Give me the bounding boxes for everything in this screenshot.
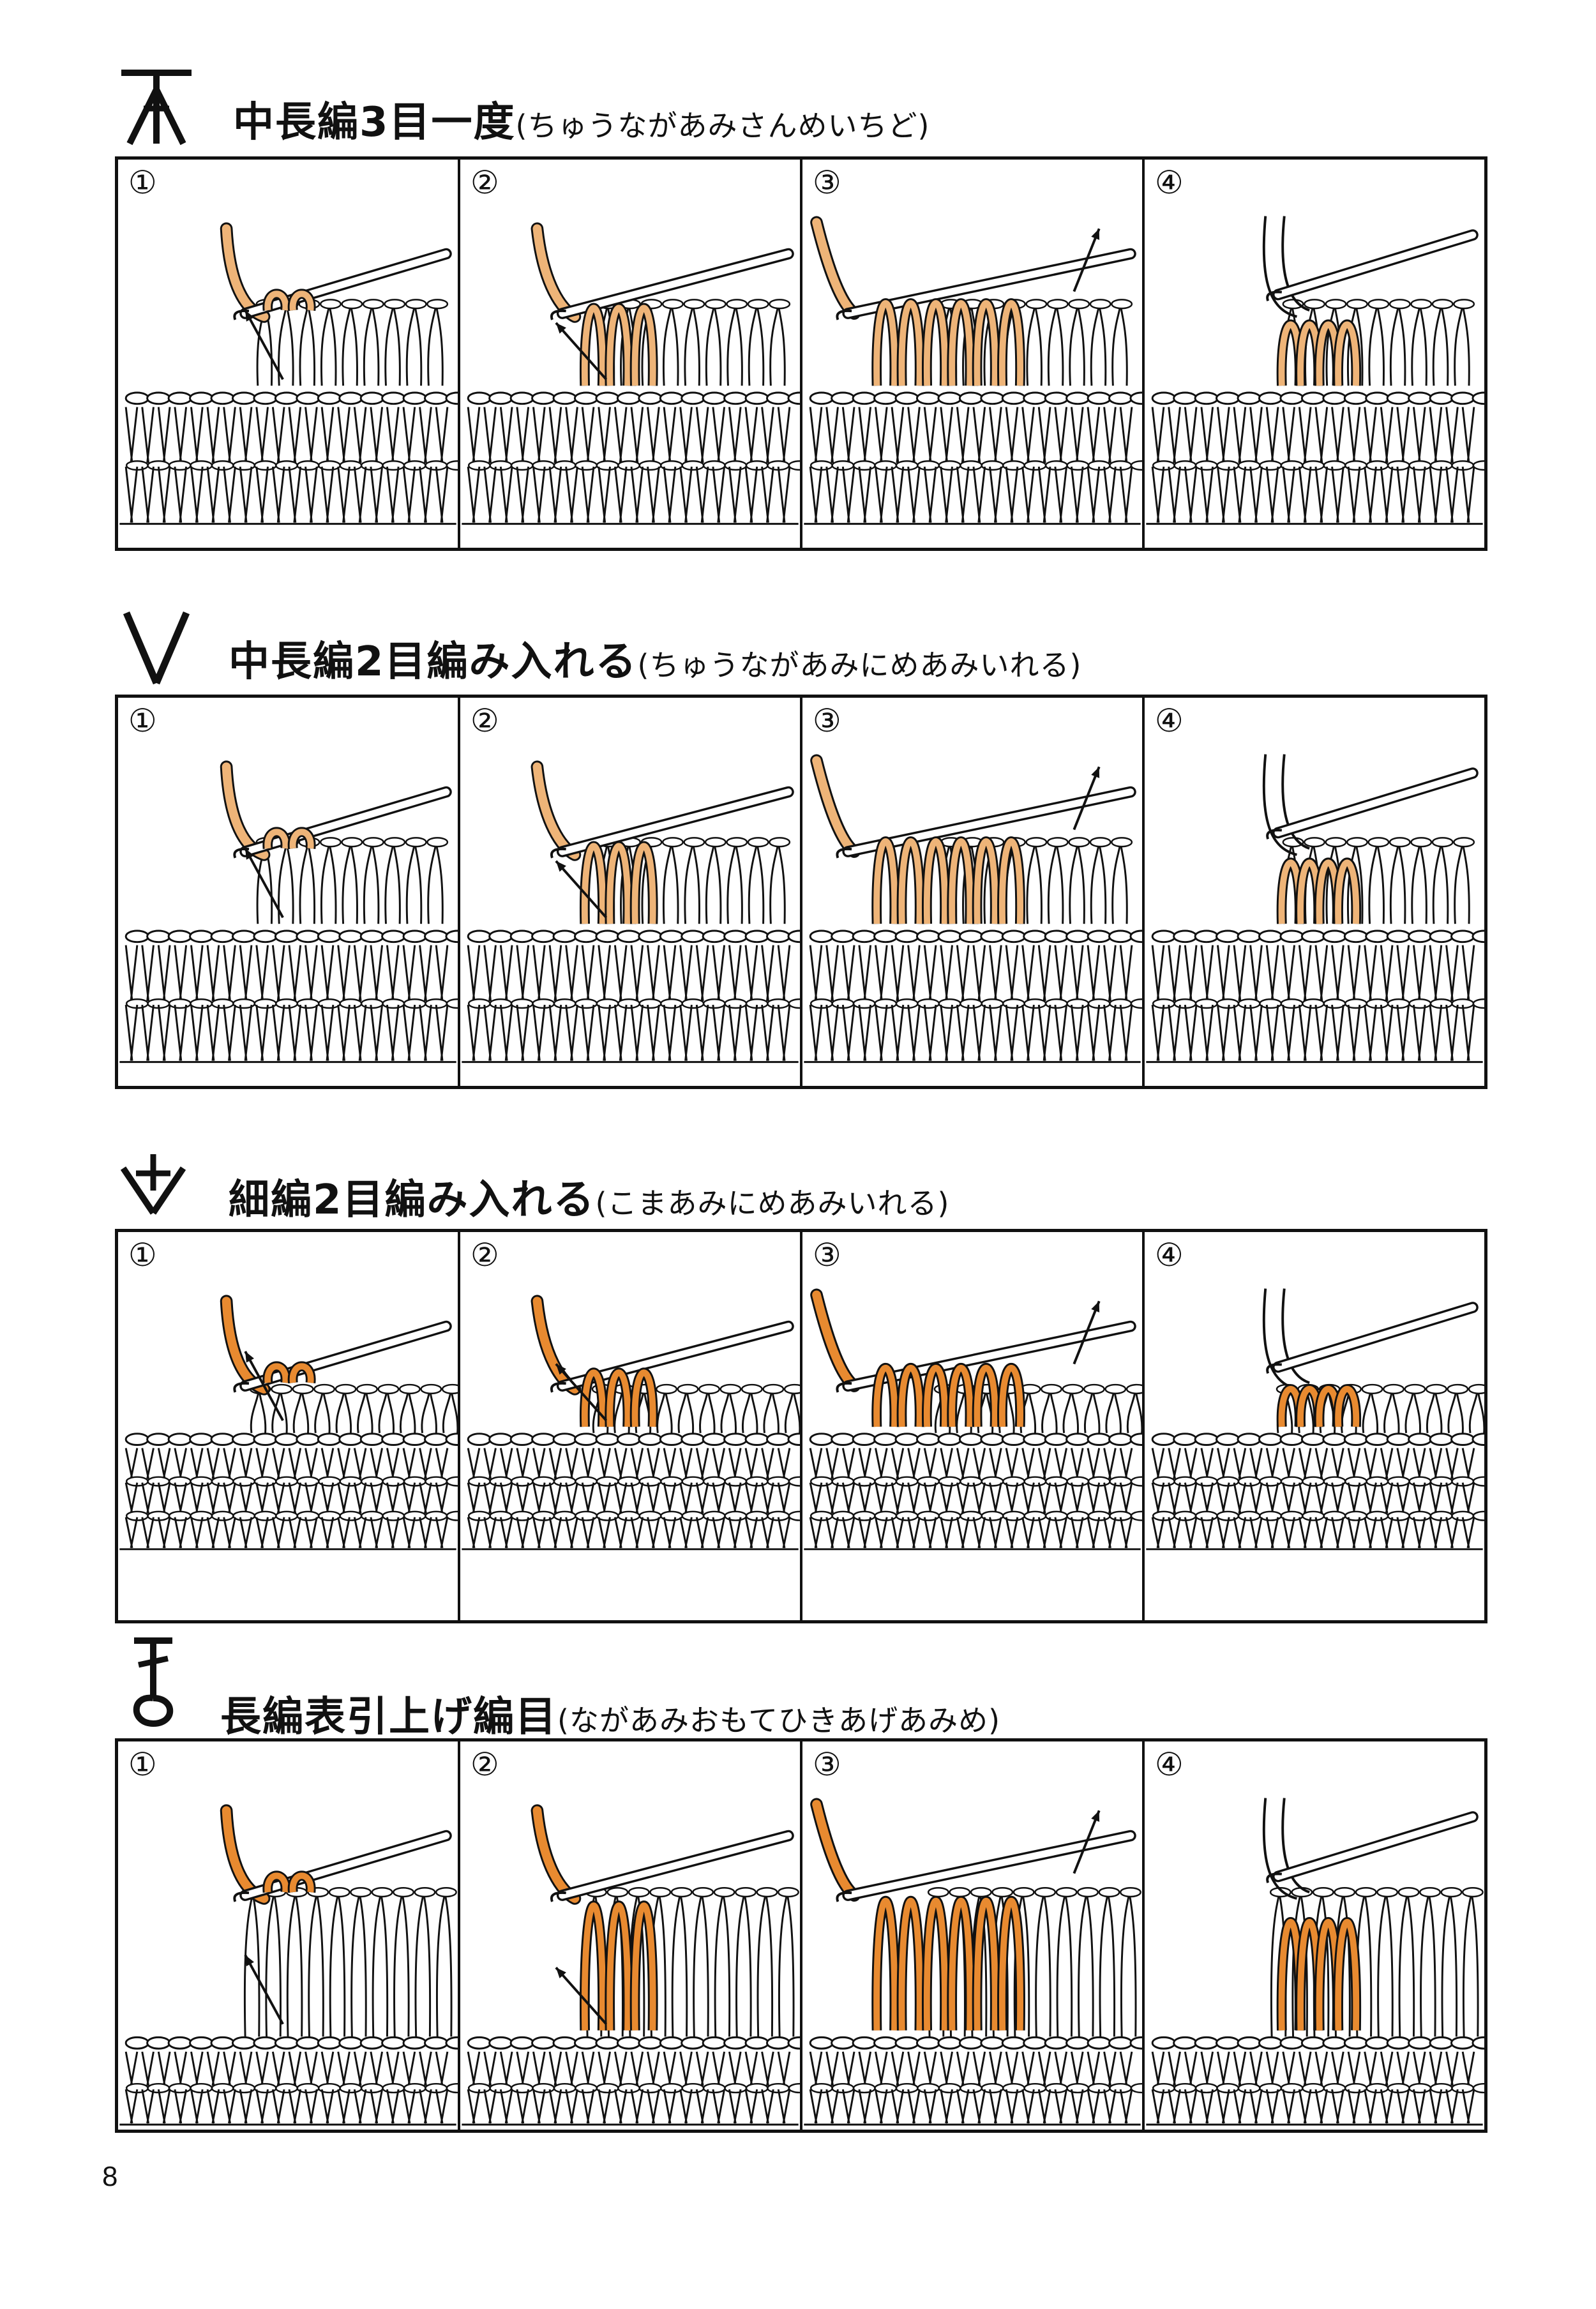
step-number: ④ — [1155, 1237, 1184, 1274]
crochet-illustration — [119, 760, 458, 1064]
hdc3tog-symbol-icon — [121, 70, 192, 146]
step-number: ④ — [1155, 164, 1184, 201]
crochet-illustration — [119, 222, 458, 525]
step-strip: ① ② ③ ④ — [115, 1738, 1487, 2133]
step-panel-1: ① — [118, 698, 460, 1086]
step-panel-1: ① — [118, 160, 460, 548]
section-title: 細編2目編み入れる(こまあみにめあみいれる) — [229, 1167, 949, 1226]
section-title-main: 細編2目編み入れる — [229, 1177, 596, 1224]
crochet-illustration — [462, 1295, 800, 1551]
crochet-illustration — [462, 1804, 800, 2126]
step-panel-4: ④ — [1145, 160, 1484, 548]
section-title-reading: (こまあみにめあみいれる) — [595, 1186, 950, 1221]
step-number: ① — [128, 1237, 157, 1274]
step-panel-1: ① — [118, 1232, 460, 1620]
step-number: ② — [471, 1746, 499, 1783]
step-number: ① — [128, 1746, 157, 1783]
front-post-dc-symbol-icon — [133, 1637, 174, 1727]
step-number: ③ — [813, 1237, 841, 1274]
step-number: ③ — [813, 702, 841, 739]
step-panel-4: ④ — [1145, 1232, 1484, 1620]
step-panel-4: ④ — [1145, 698, 1484, 1086]
step-panel-3: ③ — [802, 1741, 1145, 2130]
crochet-illustration — [1146, 1798, 1484, 2126]
step-strip: ① ② ③ ④ — [115, 1229, 1487, 1623]
crochet-illustration — [1146, 1288, 1484, 1551]
step-number: ① — [128, 164, 157, 201]
step-number: ③ — [813, 164, 841, 201]
crochet-illustration — [804, 1288, 1142, 1551]
page-number: 8 — [102, 2161, 118, 2192]
crochet-illustration — [119, 1295, 458, 1551]
step-panel-2: ② — [460, 698, 802, 1086]
step-panel-2: ② — [460, 1741, 802, 2130]
crochet-illustration — [1146, 754, 1484, 1064]
step-panel-3: ③ — [802, 1232, 1145, 1620]
step-strip: ① ② ③ ④ — [115, 156, 1487, 551]
crochet-illustration — [1146, 216, 1484, 525]
section-title-reading: (ちゅうながあみさんめいちど) — [515, 109, 930, 143]
crochet-illustration — [462, 760, 800, 1064]
section-title: 長編表引上げ編目(ながあみおもてひきあげあみめ) — [220, 1684, 1000, 1743]
section-title-main: 中長編2目編み入れる — [229, 638, 638, 686]
crochet-illustration — [804, 216, 1142, 525]
step-number: ② — [471, 164, 499, 201]
step-number: ① — [128, 702, 157, 739]
step-number: ② — [471, 702, 499, 739]
sc-increase-symbol-icon — [120, 1154, 186, 1215]
section-title-main: 中長編3目一度 — [233, 99, 516, 146]
step-number: ② — [471, 1237, 499, 1274]
crochet-illustration — [462, 222, 800, 525]
crochet-illustration — [804, 754, 1142, 1064]
step-number: ④ — [1155, 702, 1184, 739]
section-title: 中長編3目一度(ちゅうながあみさんめいちど) — [233, 89, 930, 148]
hdc-increase-symbol-icon — [123, 611, 190, 685]
section-title: 中長編2目編み入れる(ちゅうながあみにめあみいれる) — [229, 629, 1081, 688]
step-panel-3: ③ — [802, 698, 1145, 1086]
step-number: ③ — [813, 1746, 841, 1783]
crochet-illustration — [804, 1798, 1142, 2126]
step-number: ④ — [1155, 1746, 1184, 1783]
step-panel-4: ④ — [1145, 1741, 1484, 2130]
section-title-reading: (ちゅうながあみにめあみいれる) — [637, 648, 1082, 682]
step-panel-2: ② — [460, 160, 802, 548]
section-title-reading: (ながあみおもてひきあげあみめ) — [557, 1703, 1001, 1738]
crochet-illustration — [119, 1804, 458, 2126]
step-panel-3: ③ — [802, 160, 1145, 548]
step-panel-2: ② — [460, 1232, 802, 1620]
step-panel-1: ① — [118, 1741, 460, 2130]
step-strip: ① ② ③ ④ — [115, 695, 1487, 1089]
section-title-main: 長編表引上げ編目 — [220, 1694, 557, 1741]
